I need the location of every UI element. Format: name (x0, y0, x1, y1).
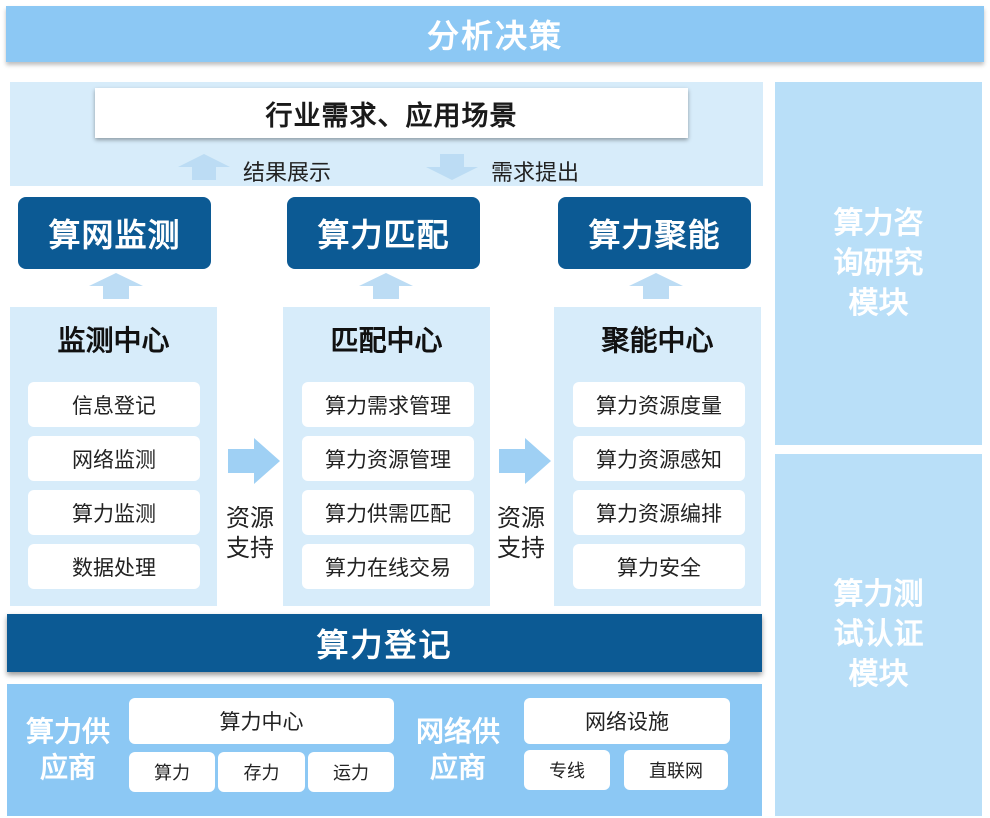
center-item: 算力资源管理 (302, 436, 474, 481)
center-item: 算力在线交易 (302, 544, 474, 589)
resource-support-label: 资源 支持 (489, 503, 553, 563)
compute-aggregation-button: 算力聚能 (558, 197, 751, 269)
compute-supplier-title: 算力供 应商 (14, 712, 122, 788)
module-line: 询研究 (833, 245, 924, 281)
module-line: 模块 (848, 657, 909, 692)
compute-registration-bar: 算力登记 (7, 614, 762, 672)
industry-requirements-box: 行业需求、应用场景 (95, 88, 688, 138)
module-line: 模块 (848, 285, 909, 321)
compute-power-box: 算力 (129, 752, 215, 792)
up-arrow-icon (629, 273, 683, 299)
up-arrow-icon (89, 273, 143, 299)
center-item: 信息登记 (28, 382, 200, 427)
consulting-research-module: 算力咨 询研究 模块 (775, 82, 982, 445)
storage-power-box: 存力 (218, 752, 305, 792)
center-item: 算力资源度量 (573, 382, 745, 427)
up-arrow-icon (178, 154, 230, 180)
module-line: 算力咨 (833, 205, 924, 241)
support-line1: 资源 (226, 504, 274, 532)
center-item: 网络监测 (28, 436, 200, 481)
monitoring-center-title: 监测中心 (57, 324, 170, 357)
right-arrow-icon (499, 438, 551, 484)
up-arrow-icon (359, 273, 413, 299)
direct-network-box: 直联网 (624, 750, 728, 790)
compute-supplier-line1: 算力供 (25, 715, 110, 748)
support-line2: 支持 (497, 534, 545, 562)
module-line: 试认证 (833, 617, 924, 652)
compute-supplier-line2: 应商 (39, 751, 96, 784)
result-display-label: 结果展示 (243, 161, 332, 186)
demand-proposal-label: 需求提出 (491, 161, 580, 186)
compute-matching-button: 算力匹配 (287, 197, 480, 269)
support-line2: 支持 (226, 534, 274, 562)
aggregation-center-title: 聚能中心 (601, 324, 714, 357)
module-line: 算力测 (833, 577, 924, 612)
network-supplier-line2: 应商 (429, 751, 486, 784)
support-line1: 资源 (497, 504, 545, 532)
decision-analysis-banner: 分析决策 (6, 6, 984, 62)
center-item: 数据处理 (28, 544, 200, 589)
center-item: 算力资源编排 (573, 490, 745, 535)
network-supplier-title: 网络供 应商 (404, 712, 512, 788)
center-item: 算力监测 (28, 490, 200, 535)
network-monitoring-button: 算网监测 (18, 197, 211, 269)
testing-certification-module: 算力测 试认证 模块 (775, 454, 982, 816)
dedicated-line-box: 专线 (524, 750, 610, 790)
center-item: 算力安全 (573, 544, 745, 589)
center-item: 算力供需匹配 (302, 490, 474, 535)
network-facility-box: 网络设施 (524, 698, 730, 744)
right-arrow-icon (228, 438, 280, 484)
transport-power-box: 运力 (308, 752, 394, 792)
center-item: 算力资源感知 (573, 436, 745, 481)
down-arrow-icon (426, 154, 478, 180)
compute-center-box: 算力中心 (129, 698, 394, 744)
resource-support-label: 资源 支持 (218, 503, 282, 563)
network-supplier-line1: 网络供 (415, 715, 500, 748)
center-item: 算力需求管理 (302, 382, 474, 427)
matching-center-title: 匹配中心 (330, 324, 443, 357)
